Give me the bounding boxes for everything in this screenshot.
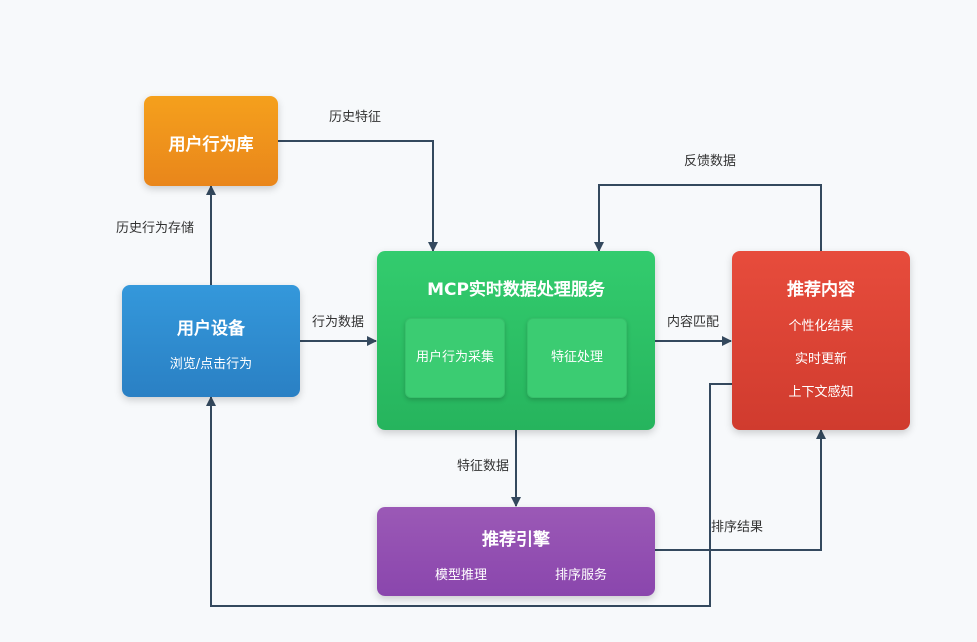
- label-content-match: 内容匹配: [667, 315, 720, 330]
- label-feedback-data: 反馈数据: [684, 154, 737, 169]
- user-device-box[interactable]: 用户设备 浏览/点击行为: [122, 285, 300, 397]
- mcp-service-box[interactable]: MCP实时数据处理服务 用户行为采集 特征处理: [377, 251, 655, 430]
- label-feature-data: 特征数据: [457, 459, 510, 474]
- module-behavior-collection[interactable]: 用户行为采集: [405, 318, 505, 398]
- label-history-storage: 历史行为存储: [116, 221, 195, 236]
- content-item-context: 上下文感知: [788, 385, 854, 400]
- user-device-subtitle: 浏览/点击行为: [169, 357, 253, 372]
- user-behavior-db-title: 用户行为库: [168, 135, 254, 155]
- label-history-features: 历史特征: [329, 110, 382, 125]
- content-item-personalized: 个性化结果: [788, 319, 854, 334]
- engine-item-ranking: 排序服务: [554, 568, 607, 583]
- user-behavior-db-box[interactable]: 用户行为库: [144, 96, 278, 186]
- edge-db-to-mcp: [278, 140, 438, 252]
- recommend-content-box[interactable]: 推荐内容 个性化结果 实时更新 上下文感知: [732, 251, 910, 430]
- edge-feedback: [594, 184, 822, 252]
- recommend-engine-box[interactable]: 推荐引擎 模型推理 排序服务: [377, 507, 655, 596]
- recommend-engine-title: 推荐引擎: [482, 530, 550, 550]
- content-item-realtime: 实时更新: [794, 352, 847, 367]
- label-rank-result: 排序结果: [711, 520, 764, 535]
- engine-item-inference: 模型推理: [434, 568, 487, 583]
- user-device-title: 用户设备: [177, 319, 245, 339]
- recommend-content-title: 推荐内容: [787, 280, 855, 300]
- module-feature-processing[interactable]: 特征处理: [527, 318, 627, 398]
- label-behavior-data: 行为数据: [312, 315, 365, 330]
- edge-content-to-device: [206, 383, 732, 607]
- mcp-service-title: MCP实时数据处理服务: [427, 280, 605, 300]
